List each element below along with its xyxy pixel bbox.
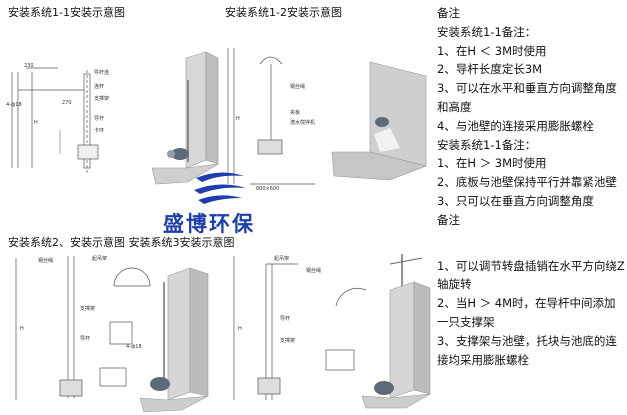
label-wire-rope: 钢丝绳 (306, 267, 321, 274)
label-guide: 导杆 (94, 115, 104, 122)
label-guide: 导杆 (80, 335, 90, 342)
label-wire-rope: 钢丝绳 (38, 257, 53, 264)
note-line: 3、只可以在垂直方向调整角度 (437, 193, 594, 208)
label-4-phi18: 4-ф18 (126, 344, 142, 350)
note-line: 安装系统1-1备注： (437, 137, 537, 152)
label-230: 230 (24, 63, 34, 69)
caption-system-1-1: 安装系统1-1安装示意图 (8, 6, 125, 19)
note-line: 2、底板与池壁保持平行并靠紧池壁 (437, 175, 617, 190)
caption-system-2-3: 安装系统2、安装示意图 安装系统3安装示意图 (8, 236, 235, 249)
note-line: 3、支撑架与池壁，托块与池底的连接均采用膨胀螺栓 (437, 333, 617, 367)
label-mixer: 潜水搅拌机 (290, 119, 315, 126)
note-line: 备注 (437, 6, 460, 20)
label-link: 连杆 (94, 83, 104, 90)
label-lift-frame: 起吊架 (274, 256, 289, 262)
sb-swoosh-logo-icon (194, 172, 246, 204)
notes-block-2: 1、可以调节转盘插销在水平方向绕Z轴旋转 2、当H ＞ 4M时，在导杆中间添加一只… (437, 257, 625, 370)
label-guide-conn: 导杆连 (94, 69, 109, 76)
label-4-phi18: 4-ф18 (6, 102, 22, 108)
label-bracket: 支撑架 (80, 305, 95, 312)
label-clamp: 卡环 (94, 127, 104, 134)
label-lift-frame: 起吊架 (92, 256, 107, 262)
diagram-system-1-2-drawing: 钢丝绳 夹板 潜水搅拌机 H 800×600 (227, 48, 315, 192)
logo-text: 盛博环保 (163, 212, 255, 236)
note-line: 1、在H ＜ 3M时使用 (437, 43, 547, 58)
note-line: 3、可以在水平和垂直方向调整角度和高度 (437, 81, 617, 114)
label-wire-rope: 钢丝绳 (290, 83, 305, 90)
notes-gap (437, 230, 625, 257)
label-guide: 导杆 (280, 315, 290, 322)
note-line: 安装系统1-1备注： (437, 24, 537, 39)
render-system-1-2 (331, 61, 427, 181)
label-h: H (20, 326, 24, 332)
label-h: H (34, 120, 38, 126)
diagram-system-1-1-drawing: 230 导杆连 H 连杆 支撑架 导杆 卡环 270 4-ф18 (6, 63, 109, 174)
render-system-1-1 (151, 51, 219, 185)
label-bracket: 支撑架 (94, 95, 109, 102)
note-line: 4、与池壁的连接采用膨胀螺栓 (437, 118, 594, 133)
label-bracket: 支撑架 (280, 337, 295, 344)
render-system-2 (139, 267, 209, 413)
render-system-3 (361, 254, 431, 409)
diagram-system-2-drawing: 钢丝绳 起吊架 支撑架 导杆 H 4-ф18 (15, 256, 151, 400)
note-line: 2、当H ＞ 4M时，在导杆中间添加一只支撑架 (437, 296, 616, 329)
note-line: 1、在H ＞ 3M时使用 (437, 156, 547, 171)
note-line: 2、导杆长度定长3M (437, 62, 543, 77)
diagram-system-3-drawing: 起吊架 钢丝绳 导杆 支撑架 H (233, 256, 367, 400)
note-line: 1、可以调节转盘插销在水平方向绕Z轴旋转 (437, 258, 625, 292)
label-h: H (236, 116, 240, 122)
label-270: 270 (62, 100, 72, 106)
label-clamp-plate: 夹板 (290, 109, 300, 116)
label-plate-size: 800×600 (256, 186, 279, 192)
caption-system-1-2: 安装系统1-2安装示意图 (225, 6, 342, 19)
note-line: 备注 (437, 212, 460, 227)
label-h: H (238, 326, 242, 332)
